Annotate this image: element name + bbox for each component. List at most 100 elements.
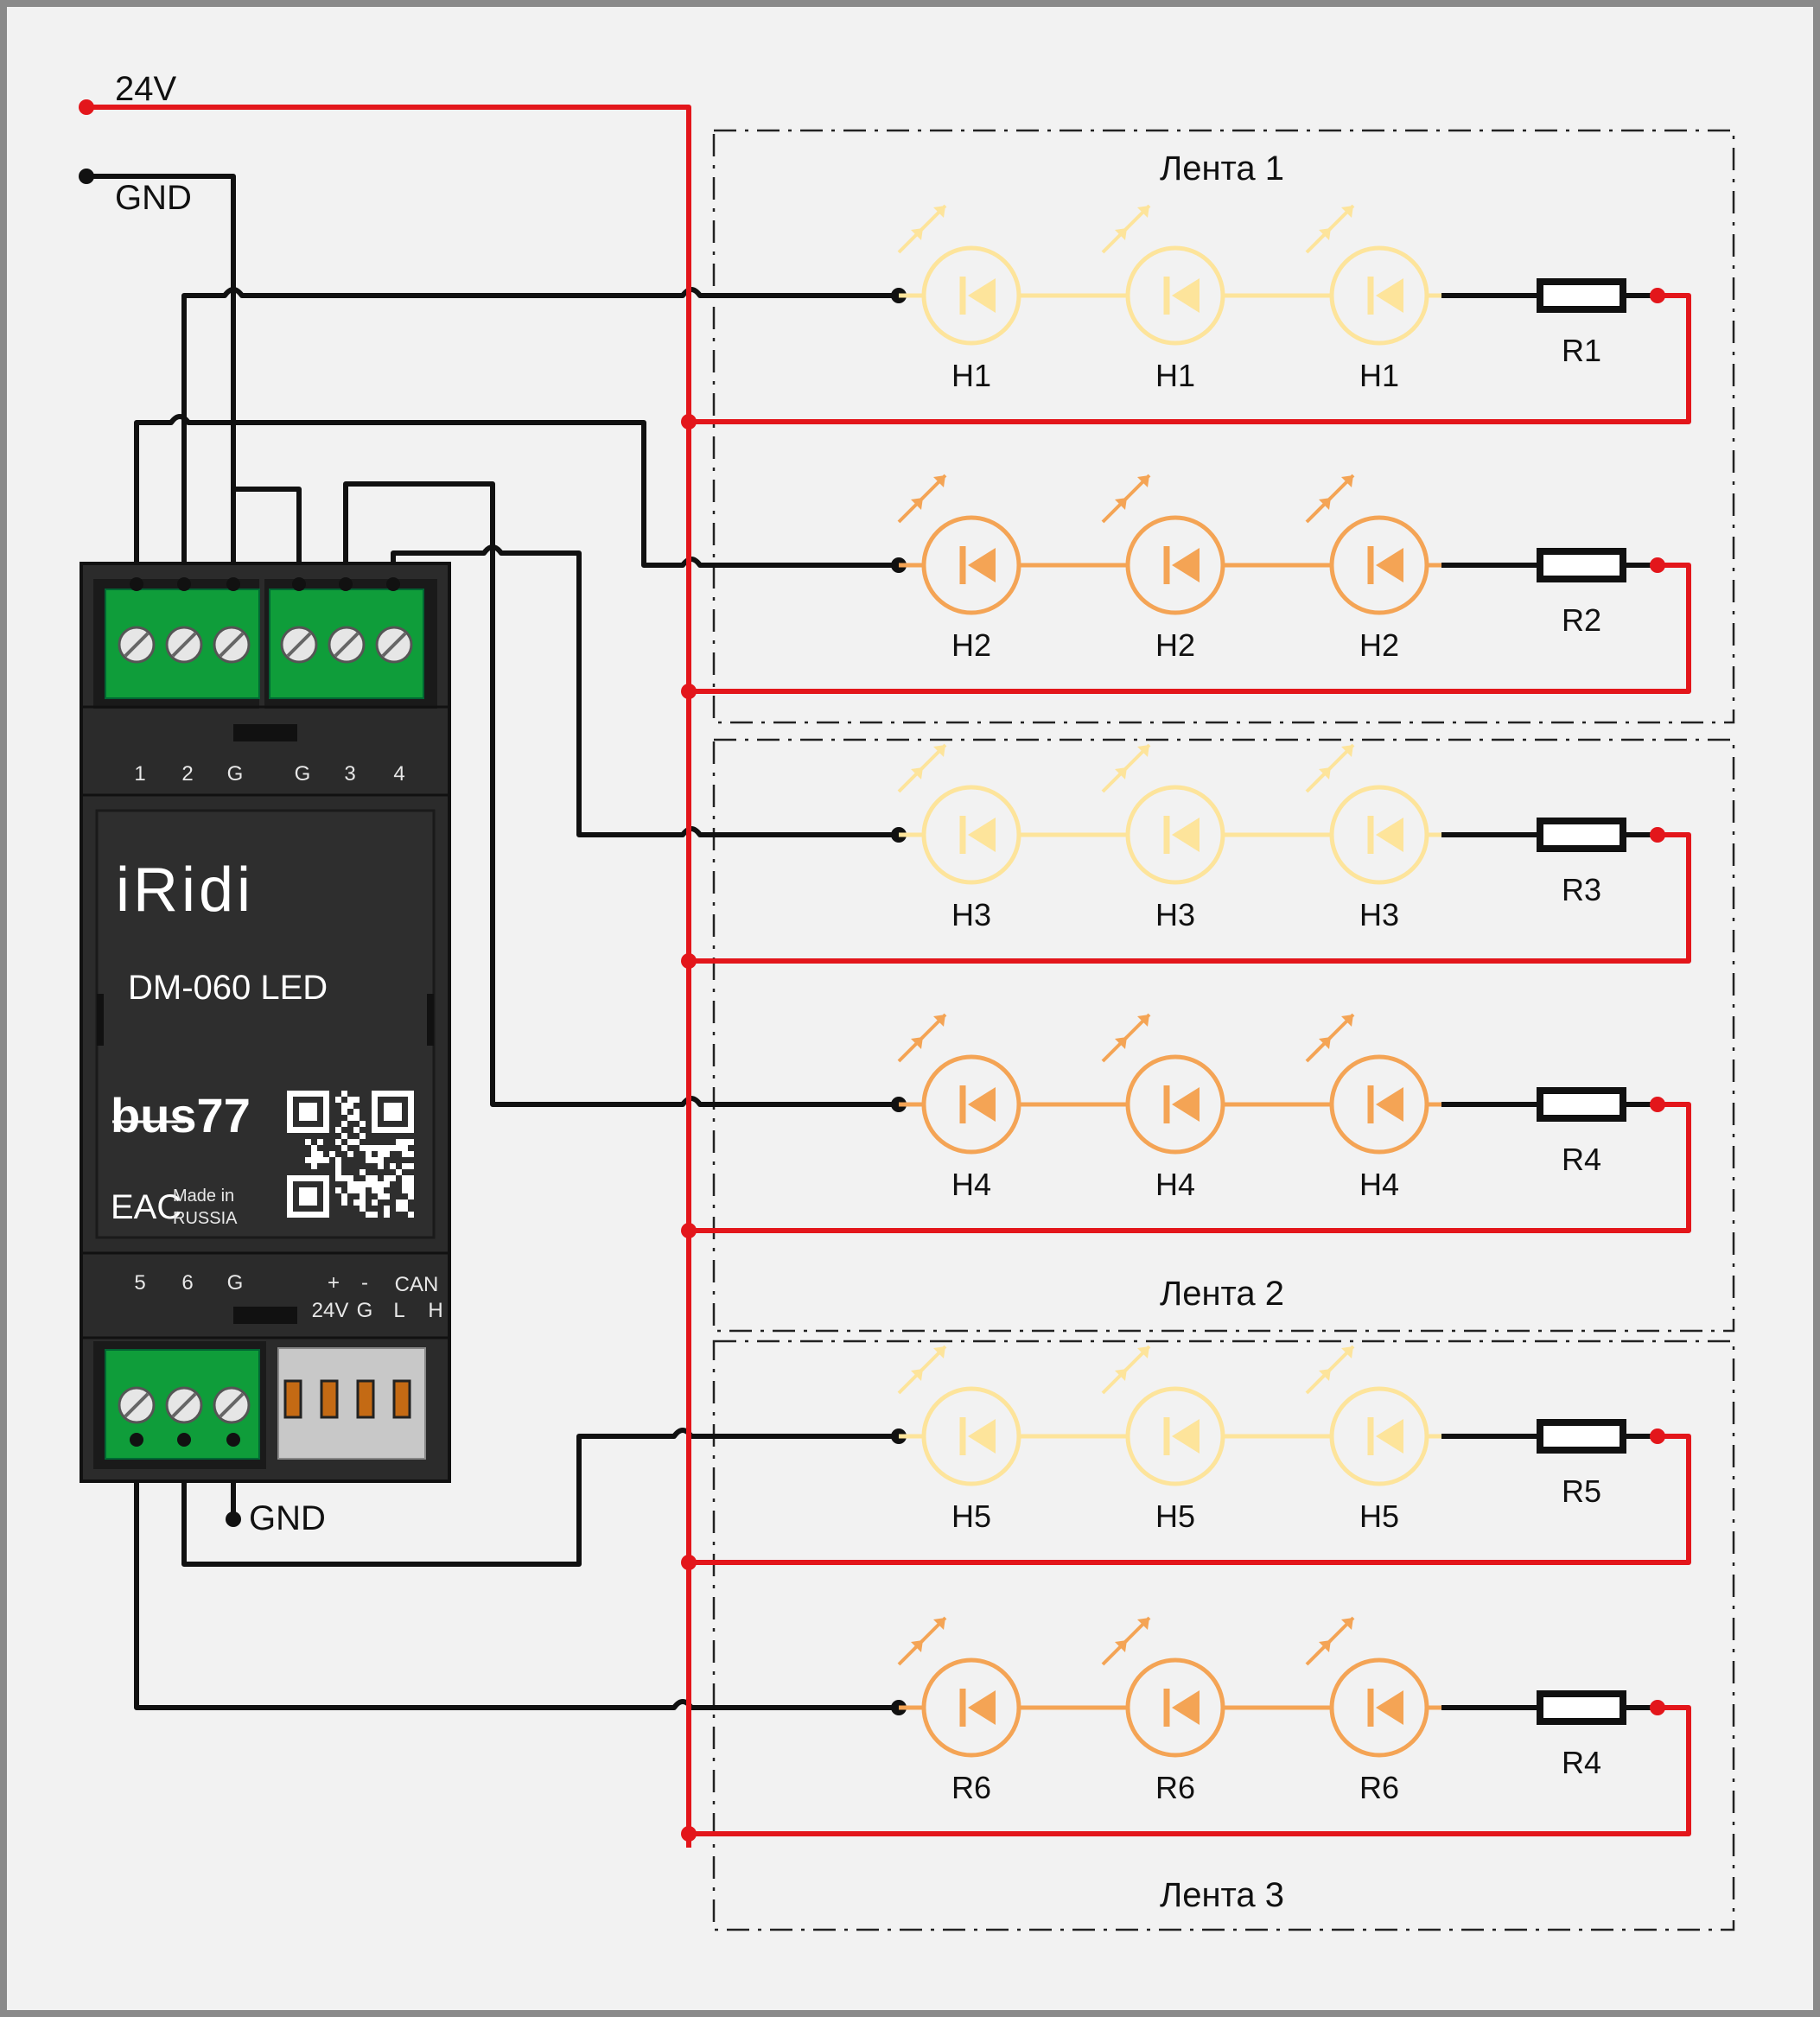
resistor-end-dot — [1650, 1700, 1665, 1715]
led-triangle — [1376, 1419, 1403, 1454]
qr-module — [311, 1163, 317, 1169]
resistor-label: R4 — [1562, 1745, 1601, 1780]
qr-module — [384, 1193, 390, 1199]
terminal-contact — [226, 577, 240, 591]
terminal-contact — [339, 577, 353, 591]
power-g-label: G — [357, 1299, 373, 1322]
qr-module — [335, 1187, 341, 1193]
qr-module — [341, 1193, 347, 1199]
qr-module — [317, 1139, 323, 1145]
led-label: H3 — [1359, 897, 1399, 932]
resistor-label: R2 — [1562, 602, 1601, 638]
bottom-terminal-label: 5 — [134, 1271, 145, 1295]
qr-module — [396, 1169, 402, 1175]
led-arrow-head — [1341, 1015, 1353, 1027]
terminal-contact — [386, 577, 400, 591]
qr-module — [347, 1181, 353, 1187]
eac-mark: EAC — [111, 1188, 181, 1226]
device-model: DM-060 LED — [128, 969, 328, 1007]
country-text: RUSSIA — [173, 1209, 238, 1228]
bus-junction-dot — [681, 1555, 697, 1570]
resistor-end-dot — [1650, 1097, 1665, 1112]
qr-module — [408, 1193, 414, 1199]
connector-pin — [356, 1379, 375, 1419]
screw-slot — [219, 632, 245, 658]
supply-gnd-label: GND — [115, 179, 192, 217]
led-label: H1 — [1359, 358, 1399, 393]
qr-module — [372, 1212, 378, 1218]
qr-module — [341, 1091, 347, 1097]
qr-module — [360, 1121, 366, 1127]
resistor — [1537, 1419, 1626, 1454]
led-arrow-head — [1137, 1346, 1149, 1358]
led-diode: H5 — [1305, 1345, 1429, 1534]
terminal-screw — [328, 626, 366, 664]
screw-slot — [286, 632, 312, 658]
qr-module — [317, 1151, 323, 1157]
top-screws — [118, 626, 413, 664]
qr-module — [372, 1181, 378, 1187]
resistor-end-dot — [1650, 288, 1665, 303]
front-panel — [95, 809, 436, 1239]
bus-24v-main — [86, 105, 691, 1848]
qr-module — [360, 1133, 366, 1139]
led-label: H4 — [1359, 1167, 1399, 1202]
led-triangle — [1376, 818, 1403, 852]
led-arrow-head — [1137, 206, 1149, 218]
connector-pin — [283, 1379, 302, 1419]
bottom-led-slot — [233, 1307, 297, 1324]
wire-ch3 — [391, 544, 899, 837]
strip-title-3: Лента 3 — [1160, 1876, 1284, 1914]
qr-module — [305, 1157, 311, 1163]
qr-module — [360, 1181, 366, 1187]
qr-module — [408, 1187, 414, 1193]
qr-module — [384, 1175, 390, 1181]
led-label: H2 — [951, 627, 991, 663]
screw-slot — [334, 632, 360, 658]
qr-module — [402, 1181, 408, 1187]
led-triangle — [1172, 1087, 1200, 1122]
qr-module — [396, 1206, 402, 1212]
led-arrow-head — [1137, 1618, 1149, 1630]
qr-module — [384, 1206, 390, 1212]
qr-module — [372, 1157, 378, 1163]
top-terminal-label: 3 — [344, 762, 355, 786]
led-diode: H2 — [1101, 474, 1225, 663]
connector-pin — [392, 1379, 411, 1419]
qr-module — [378, 1157, 384, 1163]
led-triangle — [1376, 1087, 1403, 1122]
led-arrow-head — [1115, 228, 1127, 240]
top-terminal-label: 2 — [181, 762, 193, 786]
qr-module — [366, 1151, 372, 1157]
wire-ch2 — [134, 414, 899, 584]
qr-module — [335, 1163, 341, 1169]
qr-module — [408, 1151, 414, 1157]
qr-module — [378, 1145, 384, 1151]
qr-module — [353, 1097, 360, 1103]
screw-slot — [124, 632, 150, 658]
supply-24v-label: 24V — [115, 70, 176, 108]
led-diode: H2 — [1305, 474, 1429, 663]
led-arrow-head — [911, 767, 923, 779]
resistor — [1537, 1690, 1626, 1725]
qr-module — [347, 1151, 353, 1157]
led-triangle — [968, 548, 996, 582]
supply-return-wire — [689, 832, 1691, 964]
qr-module — [384, 1181, 390, 1187]
gnd-bottom-label: GND — [249, 1499, 326, 1537]
power-24v-label: 24V — [312, 1299, 349, 1322]
resistor — [1537, 278, 1626, 313]
resistor — [1537, 818, 1626, 852]
gnd-supply-dot — [79, 169, 94, 184]
qr-module — [402, 1139, 408, 1145]
qr-module — [323, 1157, 329, 1163]
led-arrow-head — [933, 1346, 945, 1358]
gnd-bottom-dot — [226, 1511, 241, 1527]
resistor-label: R3 — [1562, 872, 1601, 907]
resistor-label: R1 — [1562, 333, 1601, 368]
led-label: H2 — [1359, 627, 1399, 663]
qr-module — [390, 1145, 396, 1151]
